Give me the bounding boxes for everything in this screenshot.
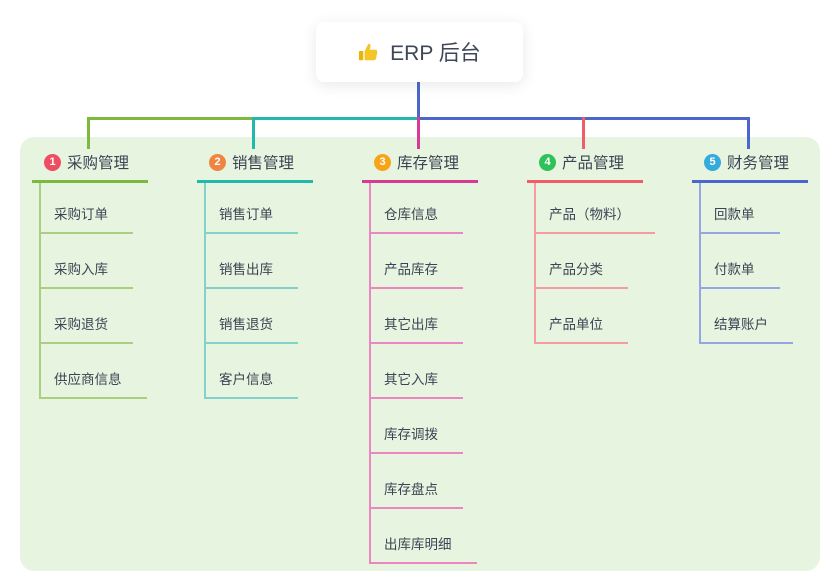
mindmap-child-node[interactable]: 销售出库: [206, 234, 298, 289]
branch-label: 库存管理: [397, 155, 460, 172]
root-node[interactable]: ERP 后台: [316, 22, 523, 82]
mindmap-child-node[interactable]: 产品库存: [371, 234, 463, 289]
root-node-title: ERP 后台: [390, 42, 481, 65]
branch-children-sales: 销售订单销售出库销售退货客户信息: [204, 183, 357, 399]
mindmap-child-node[interactable]: 产品分类: [536, 234, 628, 289]
mindmap-child-node[interactable]: 库存盘点: [371, 454, 463, 509]
thumbs-up-icon: [358, 41, 380, 63]
branch-node-inventory[interactable]: 3 库存管理: [362, 149, 478, 183]
branch-children-finance: 回款单付款单结算账户: [699, 183, 839, 344]
mindmap-child-node[interactable]: 采购入库: [41, 234, 133, 289]
branch-inventory: 3 库存管理 仓库信息产品库存其它出库其它入库库存调拨库存盘点出库库明细: [362, 149, 522, 564]
bus-line-sales: [253, 117, 419, 120]
mindmap-child-node[interactable]: 销售订单: [206, 183, 298, 234]
branch-purchase: 1 采购管理 采购订单采购入库采购退货供应商信息: [32, 149, 192, 399]
branch-label: 销售管理: [232, 155, 295, 172]
drop-line-finance: [747, 117, 750, 149]
mindmap-child-node[interactable]: 出库库明细: [371, 509, 477, 564]
mindmap-child-node[interactable]: 结算账户: [701, 289, 793, 344]
branch-children-purchase: 采购订单采购入库采购退货供应商信息: [39, 183, 192, 399]
branch-finance: 5 财务管理 回款单付款单结算账户: [692, 149, 839, 344]
branch-label: 采购管理: [67, 155, 130, 172]
mindmap-child-node[interactable]: 其它入库: [371, 344, 463, 399]
branch-node-sales[interactable]: 2 销售管理: [197, 149, 313, 183]
root-stem-line: [417, 82, 420, 118]
branch-label: 财务管理: [727, 155, 790, 172]
drop-line-inventory: [417, 117, 420, 149]
branch-children-inventory: 仓库信息产品库存其它出库其它入库库存调拨库存盘点出库库明细: [369, 183, 522, 564]
branch-node-purchase[interactable]: 1 采购管理: [32, 149, 148, 183]
branch-node-finance[interactable]: 5 财务管理: [692, 149, 808, 183]
drop-line-product: [582, 117, 585, 149]
branch-number-badge: 2: [209, 153, 226, 171]
mindmap-child-node[interactable]: 客户信息: [206, 344, 298, 399]
mindmap-child-node[interactable]: 产品单位: [536, 289, 628, 344]
branch-label: 产品管理: [562, 155, 625, 172]
mindmap-background-panel: [20, 137, 820, 571]
bus-line-purchase: [87, 117, 255, 120]
mindmap-child-node[interactable]: 采购订单: [41, 183, 133, 234]
branch-sales: 2 销售管理 销售订单销售出库销售退货客户信息: [197, 149, 357, 399]
branch-children-product: 产品（物料）产品分类产品单位: [534, 183, 687, 344]
drop-line-sales: [252, 117, 255, 149]
branch-number-badge: 4: [539, 153, 556, 171]
mindmap-child-node[interactable]: 付款单: [701, 234, 780, 289]
mindmap-child-node[interactable]: 销售退货: [206, 289, 298, 344]
mindmap-child-node[interactable]: 仓库信息: [371, 183, 463, 234]
branch-node-product[interactable]: 4 产品管理: [527, 149, 643, 183]
mindmap-child-node[interactable]: 回款单: [701, 183, 780, 234]
branch-product: 4 产品管理 产品（物料）产品分类产品单位: [527, 149, 687, 344]
mindmap-child-node[interactable]: 库存调拨: [371, 399, 463, 454]
mindmap-child-node[interactable]: 其它出库: [371, 289, 463, 344]
mindmap-child-node[interactable]: 产品（物料）: [536, 183, 655, 234]
branch-number-badge: 1: [44, 153, 61, 171]
mindmap-child-node[interactable]: 采购退货: [41, 289, 133, 344]
branch-number-badge: 5: [704, 153, 721, 171]
mindmap-child-node[interactable]: 供应商信息: [41, 344, 147, 399]
branch-number-badge: 3: [374, 153, 391, 171]
drop-line-purchase: [87, 117, 90, 149]
